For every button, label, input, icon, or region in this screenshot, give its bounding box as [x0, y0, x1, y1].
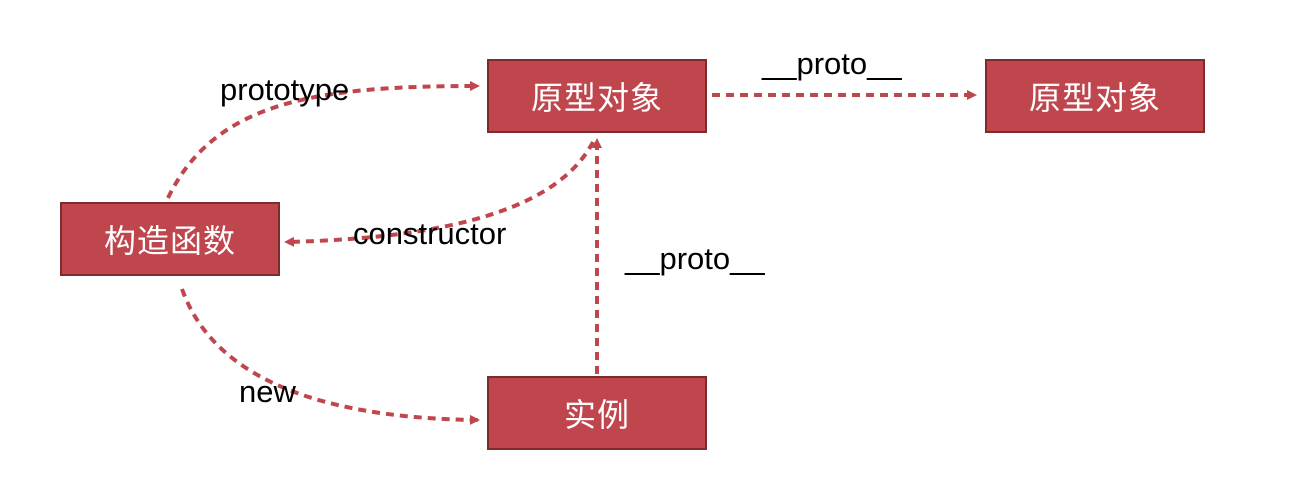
edge-label-instance-proto: __proto__: [625, 241, 765, 276]
node-prototype-object: 原型对象: [487, 59, 707, 133]
node-prototype-of-prototype: 原型对象: [985, 59, 1205, 133]
node-label: 构造函数: [103, 222, 236, 260]
edge-label-chain-proto: __proto__: [762, 46, 902, 81]
edge-label-prototype: prototype: [220, 72, 350, 107]
edge-label-new: new: [239, 374, 296, 409]
edge-label-constructor: constructor: [353, 216, 507, 251]
edge-constructor: [284, 141, 595, 247]
node-constructor-function: 构造函数: [60, 202, 280, 276]
node-label: 实例: [563, 396, 630, 434]
node-label: 原型对象: [530, 79, 663, 117]
edge-new: [180, 288, 480, 425]
node-label: 原型对象: [1028, 79, 1161, 117]
node-instance: 实例: [487, 376, 707, 450]
